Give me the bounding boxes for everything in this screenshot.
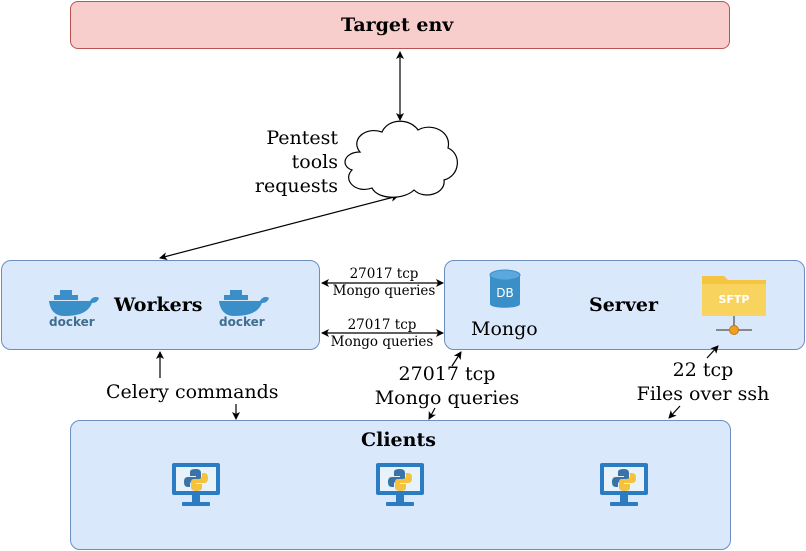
target-env-title: Target env bbox=[341, 14, 454, 36]
sftp-icon-text: SFTP bbox=[718, 293, 749, 306]
edge-label-bottom-port: 27017 tcp bbox=[347, 317, 417, 333]
edge-label-top: 27017 tcp Mongo queries bbox=[326, 266, 442, 300]
cloud-label-line-2: tools bbox=[291, 151, 338, 173]
cloud-label-line-3: requests bbox=[254, 175, 338, 197]
cloud-label-line-1: Pentest bbox=[266, 127, 338, 149]
celery-label: Celery commands bbox=[106, 381, 279, 403]
edge-label-bottom: 27017 tcp Mongo queries bbox=[324, 317, 440, 351]
edge-label-top-port: 27017 tcp bbox=[349, 266, 419, 282]
mongo-clients-desc: Mongo queries bbox=[374, 387, 520, 409]
database-icon: DB bbox=[489, 269, 521, 308]
edge-sftp-down bbox=[668, 405, 681, 419]
python-monitor-icon bbox=[376, 463, 424, 506]
db-icon-text: DB bbox=[496, 286, 513, 300]
sftp-folder-icon: SFTP bbox=[702, 276, 766, 335]
sftp-clients-label: 22 tcp Files over ssh bbox=[630, 358, 776, 406]
clients-title: Clients bbox=[361, 429, 436, 451]
edge-mongo-up bbox=[451, 351, 462, 367]
cloud-label: Pentest tools requests bbox=[250, 126, 338, 198]
docker-text: docker bbox=[219, 315, 265, 328]
mongo-clients-label: 27017 tcp Mongo queries bbox=[366, 362, 528, 410]
edge-sftp-up bbox=[706, 345, 719, 359]
sftp-clients-desc: Files over ssh bbox=[636, 383, 770, 405]
python-monitor-icon bbox=[172, 463, 220, 506]
workers-title: Workers bbox=[114, 294, 203, 316]
target-env-box: Target env bbox=[70, 1, 730, 49]
edge-label-bottom-desc: Mongo queries bbox=[330, 334, 434, 350]
sftp-clients-port: 22 tcp bbox=[672, 359, 734, 381]
edge-cloud-workers bbox=[159, 193, 399, 261]
edge-mongo-down bbox=[428, 407, 436, 420]
mongo-label: Mongo bbox=[471, 318, 538, 340]
docker-text: docker bbox=[49, 315, 95, 328]
edge-label-top-desc: Mongo queries bbox=[332, 283, 436, 299]
python-monitor-icon bbox=[600, 463, 648, 506]
docker-icon: docker bbox=[219, 290, 269, 328]
mongo-clients-port: 27017 tcp bbox=[398, 363, 496, 385]
server-title: Server bbox=[589, 294, 658, 316]
docker-icon: docker bbox=[49, 290, 99, 328]
cloud-shape bbox=[344, 120, 458, 198]
